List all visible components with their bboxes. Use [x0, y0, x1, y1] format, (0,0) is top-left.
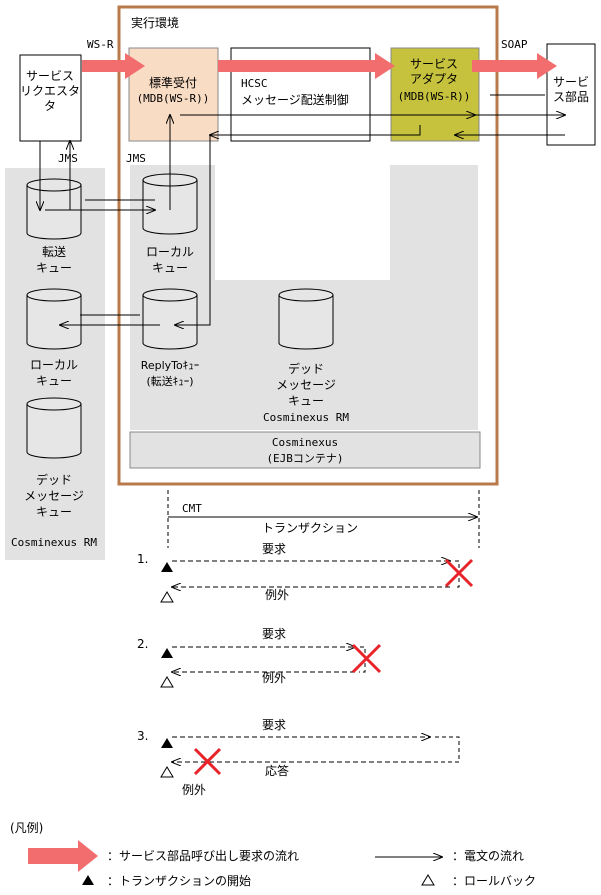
legend-start-marker [82, 875, 94, 885]
rm-left-label: Cosminexus RM [11, 536, 97, 549]
case2-rollback-marker [160, 676, 174, 688]
label-ws-r: WS-R [87, 38, 114, 51]
hcsc-line2: メッセージ配送制御 [241, 92, 349, 107]
adapter-line1: サービス [410, 57, 458, 71]
service-adapter-box [390, 47, 480, 142]
case1-start-marker [161, 562, 173, 572]
legend-thick-arrow-label: ：サービス部品呼び出し要求の流れ [107, 848, 299, 863]
thick-arrow-hcsc [218, 53, 395, 79]
label-jms-left: JMS [58, 152, 78, 165]
container-line1: Cosminexus [272, 436, 338, 449]
flow-to-replyto-queue [175, 135, 211, 325]
container-line2: (EJBコンテナ) [266, 452, 343, 465]
label-transaction: トランザクション [262, 521, 358, 535]
cylinder-dead-queue-left [26, 397, 82, 459]
dead-queue-left-line3: キュー [36, 505, 72, 519]
case1-error-cross [444, 558, 474, 588]
label-jms-right: JMS [126, 152, 146, 165]
case2-request-label: 要求 [262, 627, 286, 641]
cylinder-transfer-queue [26, 178, 82, 240]
transfer-queue-line2: キュー [36, 261, 72, 275]
case3-rollback-marker [160, 766, 174, 778]
case1-number: 1. [137, 552, 148, 566]
case1-rollback-marker [160, 591, 174, 603]
requester-line3: タ [44, 99, 56, 113]
case1-exception-label: 例外 [265, 588, 289, 602]
legend-rollback-label: ：ロールバック [452, 874, 536, 888]
local-queue-left-line1: ローカル [30, 358, 78, 372]
reception-line2: (MDB(WS-R)) [137, 92, 210, 105]
adapter-line2: アダプタ [410, 71, 458, 86]
service-requester-box [19, 54, 82, 142]
transfer-queue-line1: 転送 [42, 244, 66, 259]
case2-exception-label: 例外 [262, 671, 286, 685]
service-part-line1: サービ [553, 75, 589, 89]
case1-request-label: 要求 [262, 542, 286, 556]
legend-title: (凡例) [10, 821, 43, 835]
label-cmt: CMT [182, 502, 202, 515]
adapter-line3: (MDB(WS-R)) [398, 90, 471, 103]
case3-start-marker [161, 738, 173, 748]
case3-exception-label: 例外 [182, 783, 206, 797]
dead-queue-right-line1: デッド [288, 361, 324, 376]
rm-right-label: Cosminexus RM [263, 411, 349, 424]
reception-line1: 標準受付 [149, 75, 197, 90]
service-part-line2: ス部品 [553, 89, 589, 104]
case3-response-label: 応答 [265, 763, 289, 778]
service-part-box [546, 43, 596, 146]
thick-arrow-soap [472, 53, 557, 79]
thick-arrow-ws-r [82, 53, 145, 79]
cylinder-local-queue-left [26, 288, 82, 350]
legend-rollback-marker [421, 874, 435, 886]
local-queue-right-line2: キュー [152, 261, 188, 275]
case3-request-label: 要求 [262, 718, 286, 732]
case3-number: 3. [137, 729, 148, 743]
standard-reception-box [128, 47, 219, 142]
transaction-bracket [167, 490, 480, 548]
case3-bracket [430, 736, 460, 763]
cylinder-dead-queue-right [278, 288, 334, 350]
local-queue-right-line1: ローカル [146, 245, 194, 259]
replyto-queue-line2: (転送ｷｭｰ) [146, 374, 193, 388]
dead-queue-right-line2: メッセージ [276, 378, 336, 392]
legend-start-label: ：トランザクションの開始 [107, 874, 251, 888]
case3-error-cross [193, 747, 222, 776]
case2-error-cross [351, 643, 382, 674]
replyto-queue-line1: ReplyToｷｭｰ [141, 359, 200, 372]
label-soap: SOAP [501, 38, 528, 51]
legend-thick-arrow [28, 840, 98, 872]
flow-adapter-back [210, 125, 421, 135]
ejb-container-box [129, 431, 481, 469]
legend-thin-arrow-label: ：電文の流れ [452, 848, 524, 863]
local-queue-left-line2: キュー [36, 374, 72, 388]
dead-queue-right-line3: キュー [288, 394, 324, 408]
exec-env-border [117, 5, 499, 486]
exec-env-title: 実行環境 [131, 15, 179, 30]
requester-line2: リクエスタ [20, 84, 80, 98]
case2-number: 2. [137, 637, 148, 651]
hcsc-line1: HCSC [241, 77, 268, 90]
requester-line1: サービス [26, 69, 74, 83]
dead-queue-left-line2: メッセージ [24, 489, 84, 503]
dead-queue-left-line1: デッド [36, 472, 72, 487]
cylinder-replyto-queue [142, 288, 198, 350]
case2-start-marker [161, 648, 173, 658]
